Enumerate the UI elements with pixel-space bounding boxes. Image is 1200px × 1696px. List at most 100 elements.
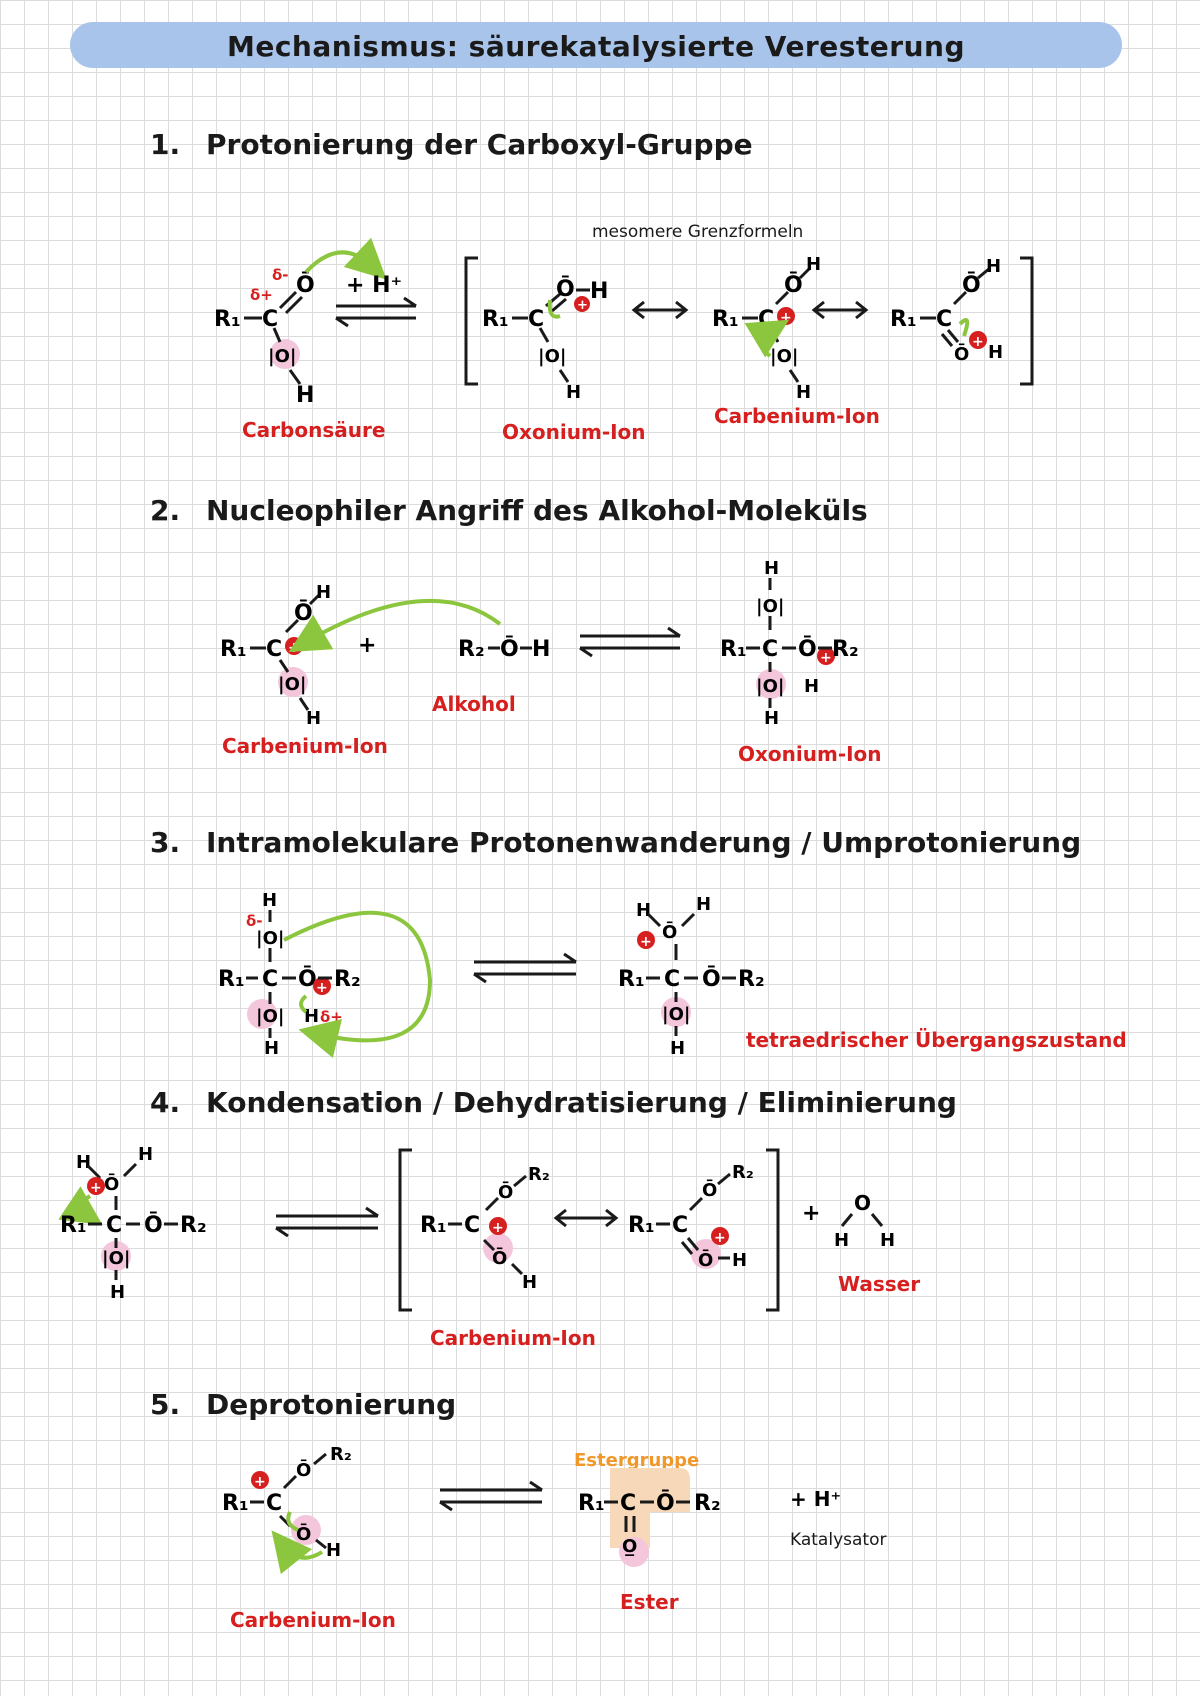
svg-text:R₂: R₂ — [738, 967, 765, 992]
svg-text:H: H — [532, 637, 550, 662]
svg-text:R₁: R₁ — [220, 637, 247, 662]
page-title: Mechanismus: säurekatalysierte Veresteru… — [226, 30, 965, 63]
tetraedrisch-label: tetraedrischer Übergangszustand — [746, 1028, 1127, 1052]
svg-text:Ō: Ō — [104, 1173, 119, 1195]
svg-text:H: H — [262, 890, 277, 911]
step-3-scheme: H δ- |O| R₁ C Ō + R₂ |O| H H δ+ H Ō + H — [218, 890, 765, 1059]
step-1-text: Protonierung der Carboxyl-Gruppe — [206, 128, 753, 161]
svg-text:R₁: R₁ — [628, 1213, 655, 1238]
svg-text:+ H⁺: + H⁺ — [346, 273, 402, 298]
svg-text:|O|: |O| — [662, 1004, 690, 1025]
svg-text:Ō: Ō — [656, 1490, 675, 1516]
svg-text:H: H — [732, 1250, 747, 1271]
svg-text:C: C — [672, 1213, 688, 1238]
step-5-number: 5. — [150, 1388, 181, 1421]
svg-text:Ō: Ō — [698, 1249, 713, 1271]
svg-text:C: C — [664, 967, 680, 992]
svg-text:H: H — [764, 558, 779, 579]
svg-text:Ō: Ō — [954, 343, 969, 365]
svg-text:δ-: δ- — [246, 912, 263, 930]
svg-text:+: + — [640, 934, 652, 950]
svg-text:+: + — [358, 633, 376, 658]
svg-text:H: H — [522, 1272, 537, 1293]
svg-text:C: C — [464, 1213, 480, 1238]
step-4-text: Kondensation / Dehydratisierung / Elimin… — [206, 1086, 957, 1119]
svg-text:H: H — [636, 900, 651, 921]
svg-text:H: H — [76, 1152, 91, 1173]
svg-text:H: H — [696, 894, 711, 915]
mesomere-label: mesomere Grenzformeln — [592, 222, 804, 242]
svg-text:|O|: |O| — [770, 346, 798, 367]
svg-text:+: + — [972, 334, 984, 350]
svg-text:H: H — [988, 342, 1003, 363]
svg-text:|O|: |O| — [268, 346, 296, 367]
svg-text:Ō: Ō — [962, 272, 981, 298]
svg-text:C: C — [106, 1213, 122, 1238]
svg-text:Ō: Ō — [294, 600, 313, 626]
title-bar: Mechanismus: säurekatalysierte Veresteru… — [70, 22, 1122, 68]
svg-text:+: + — [492, 1220, 504, 1236]
svg-text:Ō: Ō — [702, 966, 721, 992]
step-3-text: Intramolekulare Protonenwanderung / Umpr… — [206, 826, 1082, 859]
svg-text:+ H⁺: + H⁺ — [790, 1487, 841, 1511]
svg-text:R₁: R₁ — [214, 307, 241, 332]
svg-text:+: + — [254, 1474, 266, 1490]
svg-text:R₂: R₂ — [732, 1162, 754, 1183]
svg-text:H: H — [834, 1230, 849, 1251]
svg-text:Ō: Ō — [556, 276, 575, 302]
estergruppe-label: Estergruppe — [574, 1450, 700, 1471]
svg-text:H: H — [304, 1006, 319, 1027]
svg-text:R₂: R₂ — [528, 1164, 550, 1185]
step-2-scheme: R₁ C + Ō H |O| H + R₂ Ō H H |O| R₁ C Ō — [220, 558, 859, 729]
svg-text:R₂: R₂ — [330, 1444, 352, 1465]
svg-text:+: + — [714, 1230, 726, 1246]
svg-text:R₁: R₁ — [420, 1213, 447, 1238]
svg-text:Ō: Ō — [662, 921, 677, 943]
svg-text:H: H — [326, 1540, 341, 1561]
svg-text:H: H — [880, 1230, 895, 1251]
step-4-scheme: H Ō + H R₁ C Ō R₂ |O| H R₁ C + Ō R₂ — [58, 1144, 895, 1312]
svg-text:R₁: R₁ — [218, 967, 245, 992]
svg-text:O̲: O̲ — [622, 1536, 637, 1557]
step-5-text: Deprotonierung — [206, 1388, 457, 1421]
svg-text:R₁: R₁ — [720, 637, 747, 662]
svg-text:δ-: δ- — [272, 266, 289, 284]
step-2-number: 2. — [150, 494, 181, 527]
step-1-number: 1. — [150, 128, 181, 161]
svg-text:H: H — [566, 382, 581, 403]
svg-text:Ō: Ō — [296, 1459, 311, 1481]
carbonsaeure-label: Carbonsäure — [242, 418, 386, 442]
svg-text:H: H — [670, 1038, 685, 1059]
carbenium-label-5: Carbenium-Ion — [230, 1608, 396, 1632]
svg-text:|O|: |O| — [756, 676, 784, 697]
svg-text:R₁: R₁ — [222, 1491, 249, 1516]
svg-text:+: + — [802, 1201, 820, 1226]
svg-text:R₂: R₂ — [458, 637, 485, 662]
svg-text:Ō: Ō — [498, 1181, 513, 1203]
svg-text:R₁: R₁ — [712, 307, 739, 332]
step-5-scheme: R₁ C + Ō R₂ Ō H R₁ C Ō R₂ O̲ + H⁺ — [222, 1444, 841, 1575]
svg-text:H: H — [264, 1038, 279, 1059]
svg-text:R₂: R₂ — [694, 1491, 721, 1516]
alkohol-label: Alkohol — [432, 692, 516, 716]
step-1-scheme: R₁ C Ō |O| H δ+ δ- + H⁺ R₁ C Ō H + |O| H — [214, 237, 1034, 408]
svg-text:C: C — [266, 1491, 282, 1516]
svg-text:Ō: Ō — [702, 1179, 717, 1201]
svg-text:C: C — [266, 637, 282, 662]
step-1-heading: 1. Protonierung der Carboxyl-Gruppe — [150, 128, 753, 161]
svg-text:+: + — [288, 640, 300, 656]
svg-text:C: C — [262, 307, 278, 332]
svg-text:R₁: R₁ — [578, 1491, 605, 1516]
svg-text:C: C — [762, 637, 778, 662]
svg-text:R₁: R₁ — [60, 1213, 87, 1238]
svg-text:R₁: R₁ — [618, 967, 645, 992]
svg-text:|O|: |O| — [102, 1248, 130, 1269]
carbenium-label-4: Carbenium-Ion — [430, 1326, 596, 1350]
svg-text:Ō: Ō — [296, 1523, 311, 1545]
svg-text:|O|: |O| — [256, 1006, 284, 1027]
svg-text:+: + — [820, 650, 832, 666]
wasser-label: Wasser — [838, 1272, 921, 1296]
svg-text:H: H — [110, 1282, 125, 1303]
svg-text:|O|: |O| — [538, 346, 566, 367]
